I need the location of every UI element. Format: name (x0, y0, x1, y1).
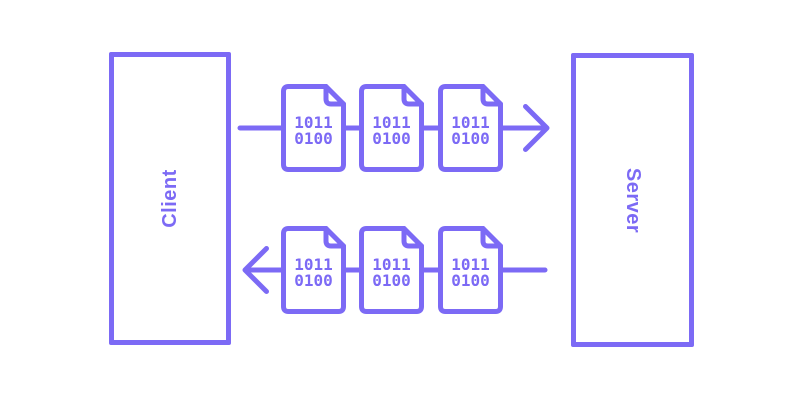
packet-bits-line2: 0100 (372, 129, 411, 148)
packet-file-icon: 1011 0100 (281, 226, 346, 314)
packet-bits: 1011 0100 (438, 226, 503, 314)
file-page-icon (438, 84, 503, 172)
packet-bits-line2: 0100 (451, 129, 490, 148)
packet-bits-line1: 1011 (294, 113, 333, 132)
packet-file-icon: 1011 0100 (359, 84, 424, 172)
file-page-icon (438, 226, 503, 314)
packet-bits-line2: 0100 (372, 271, 411, 290)
server-box: Server (571, 53, 694, 347)
packet-bits: 1011 0100 (281, 84, 346, 172)
packet-bits-line2: 0100 (294, 271, 333, 290)
packet-bits: 1011 0100 (281, 226, 346, 314)
arrow-right-icon (523, 104, 550, 152)
flow-left-connectors (242, 246, 548, 294)
file-page-icon (359, 84, 424, 172)
packet-bits: 1011 0100 (359, 84, 424, 172)
client-label: Client (158, 169, 181, 228)
file-page-icon (281, 226, 346, 314)
packet-file-icon: 1011 0100 (281, 84, 346, 172)
packet-bits-line1: 1011 (372, 113, 411, 132)
packet-bits-line2: 0100 (294, 129, 333, 148)
packet-bits-line1: 1011 (372, 255, 411, 274)
packet-bits-line1: 1011 (451, 113, 490, 132)
packet-file-icon: 1011 0100 (438, 226, 503, 314)
packet-bits-line1: 1011 (451, 255, 490, 274)
packet-file-icon: 1011 0100 (438, 84, 503, 172)
packet-file-icon: 1011 0100 (359, 226, 424, 314)
client-box: Client (109, 52, 231, 345)
packet-bits-line1: 1011 (294, 255, 333, 274)
file-page-icon (359, 226, 424, 314)
packet-bits-line2: 0100 (451, 271, 490, 290)
server-label: Server (622, 167, 644, 233)
flow-right-connectors (237, 104, 550, 152)
file-page-icon (281, 84, 346, 172)
packet-bits: 1011 0100 (359, 226, 424, 314)
packet-bits: 1011 0100 (438, 84, 503, 172)
